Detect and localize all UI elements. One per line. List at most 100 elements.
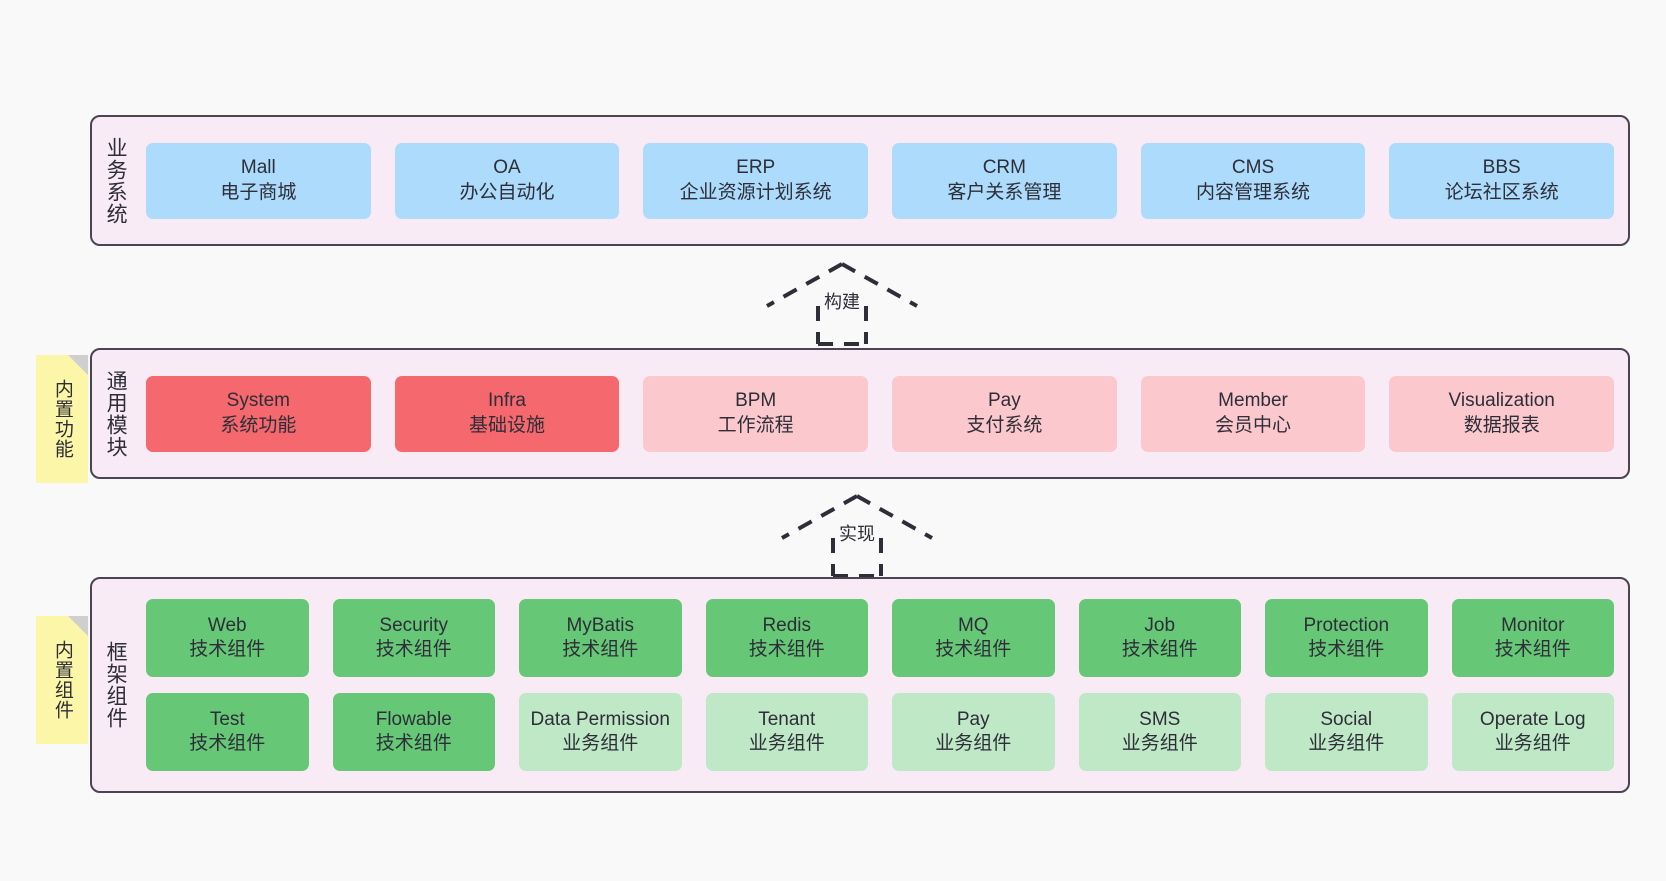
module-card-mq[interactable]: MQ 技术组件	[892, 599, 1055, 677]
module-card-bpm[interactable]: BPM 工作流程	[643, 375, 869, 452]
layer-row: Test 技术组件 Flowable 技术组件 Data Permission …	[146, 693, 1614, 771]
module-card-web[interactable]: Web 技术组件	[146, 599, 309, 677]
module-desc: 技术组件	[375, 733, 452, 754]
module-desc: 企业资源计划系统	[679, 181, 832, 203]
module-desc: 技术组件	[189, 733, 266, 754]
connector-build: 构建	[757, 260, 927, 346]
module-card-social[interactable]: Social 业务组件	[1265, 693, 1428, 771]
module-card-bbs[interactable]: BBS 论坛社区系统	[1389, 142, 1615, 219]
module-card-protection[interactable]: Protection 技术组件	[1265, 599, 1428, 677]
module-card-redis[interactable]: Redis 技术组件	[705, 599, 868, 677]
module-desc: 业务组件	[1308, 733, 1385, 754]
module-card-mybatis[interactable]: MyBatis 技术组件	[519, 599, 682, 677]
module-name: Test	[209, 708, 245, 730]
module-desc: 业务组件	[748, 733, 825, 754]
module-card-flowable[interactable]: Flowable 技术组件	[332, 693, 495, 771]
module-desc: 业务组件	[1121, 733, 1198, 754]
module-card-security[interactable]: Security 技术组件	[332, 599, 495, 677]
connector-implement: 实现	[772, 492, 942, 578]
module-name: Member	[1218, 390, 1288, 412]
module-card-monitor[interactable]: Monitor 技术组件	[1451, 599, 1614, 677]
module-desc: 会员中心	[1215, 414, 1292, 436]
module-card-oa[interactable]: OA 办公自动化	[394, 142, 620, 219]
module-name: Operate Log	[1479, 708, 1586, 730]
module-card-cms[interactable]: CMS 内容管理系统	[1140, 142, 1366, 219]
module-name: Monitor	[1501, 614, 1565, 636]
module-name: MyBatis	[566, 614, 635, 636]
module-card-data-permission[interactable]: Data Permission 业务组件	[519, 693, 682, 771]
layer-common-module: 通用模块 System 系统功能 Infra 基础设施 BPM 工作流程 Pay…	[90, 348, 1630, 479]
module-desc: 支付系统	[966, 414, 1043, 436]
module-name: Pay	[987, 390, 1021, 412]
module-desc: 论坛社区系统	[1444, 181, 1559, 203]
module-name: System	[226, 390, 291, 412]
module-name: MQ	[957, 614, 989, 636]
layer-title-business: 业务系统	[104, 136, 128, 225]
layer-row: System 系统功能 Infra 基础设施 BPM 工作流程 Pay 支付系统…	[146, 375, 1615, 452]
module-name: BPM	[735, 390, 777, 412]
module-desc: 业务组件	[1494, 733, 1571, 754]
module-desc: 技术组件	[935, 639, 1012, 660]
module-desc: 技术组件	[1494, 639, 1571, 660]
module-desc: 系统功能	[220, 414, 297, 436]
module-desc: 客户关系管理	[947, 181, 1062, 203]
module-name: Job	[1144, 614, 1176, 636]
module-card-crm[interactable]: CRM 客户关系管理	[892, 142, 1117, 219]
module-desc: 基础设施	[469, 414, 546, 436]
module-name: Data Permission	[530, 708, 670, 730]
module-desc: 技术组件	[748, 639, 825, 660]
module-name: SMS	[1139, 708, 1181, 730]
module-name: OA	[493, 157, 521, 179]
module-desc: 技术组件	[189, 639, 266, 660]
module-card-pay[interactable]: Pay 支付系统	[892, 375, 1117, 452]
sticky-note-builtin-components: 内置组件	[36, 616, 88, 744]
sticky-note-label: 内置功能	[51, 379, 73, 459]
module-card-operate-log[interactable]: Operate Log 业务组件	[1451, 693, 1614, 771]
module-desc: 电子商城	[220, 181, 297, 203]
module-name: Mall	[240, 157, 276, 179]
layer-title-frame: 框架组件	[104, 641, 128, 729]
module-desc: 技术组件	[562, 639, 639, 660]
module-card-visualization[interactable]: Visualization 数据报表	[1389, 375, 1615, 452]
module-card-infra[interactable]: Infra 基础设施	[394, 375, 620, 452]
module-card-sms[interactable]: SMS 业务组件	[1078, 693, 1241, 771]
module-desc: 工作流程	[717, 414, 794, 436]
module-name: Flowable	[375, 708, 452, 730]
module-card-tenant[interactable]: Tenant 业务组件	[705, 693, 868, 771]
sticky-note-builtin-features: 内置功能	[36, 355, 88, 483]
connector-label-build: 构建	[824, 292, 860, 312]
layer-body-business: Mall 电子商城 OA 办公自动化 ERP 企业资源计划系统 CRM 客户关系…	[138, 117, 1628, 244]
module-name: Security	[379, 614, 449, 636]
module-name: Redis	[762, 614, 812, 636]
module-name: CRM	[982, 157, 1026, 179]
module-card-job[interactable]: Job 技术组件	[1078, 599, 1241, 677]
module-name: ERP	[736, 157, 776, 179]
module-desc: 内容管理系统	[1196, 181, 1311, 203]
module-desc: 技术组件	[375, 639, 452, 660]
layer-title-common: 通用模块	[104, 369, 128, 458]
module-card-system[interactable]: System 系统功能	[146, 375, 371, 452]
layer-body-common: System 系统功能 Infra 基础设施 BPM 工作流程 Pay 支付系统…	[138, 350, 1628, 477]
module-card-member[interactable]: Member 会员中心	[1140, 375, 1366, 452]
module-name: Protection	[1303, 614, 1390, 636]
connector-label-implement: 实现	[839, 524, 875, 544]
dashed-arrow-up-icon	[781, 494, 933, 578]
module-name: BBS	[1482, 157, 1521, 179]
module-card-erp[interactable]: ERP 企业资源计划系统	[643, 142, 869, 219]
module-desc: 技术组件	[1121, 639, 1198, 660]
sticky-note-label: 内置组件	[51, 640, 73, 720]
module-name: Tenant	[758, 708, 816, 730]
module-name: Infra	[487, 390, 527, 412]
layer-body-frame: Web 技术组件 Security 技术组件 MyBatis 技术组件 Redi…	[138, 579, 1628, 791]
module-card-mall[interactable]: Mall 电子商城	[146, 142, 371, 219]
module-desc: 办公自动化	[459, 181, 555, 203]
module-name: Web	[207, 614, 247, 636]
module-desc: 业务组件	[562, 733, 639, 754]
layer-business-system: 业务系统 Mall 电子商城 OA 办公自动化 ERP 企业资源计划系统 CRM…	[90, 115, 1630, 246]
module-card-test[interactable]: Test 技术组件	[146, 693, 309, 771]
layer-row: Mall 电子商城 OA 办公自动化 ERP 企业资源计划系统 CRM 客户关系…	[146, 142, 1615, 219]
module-card-pay-business[interactable]: Pay 业务组件	[892, 693, 1055, 771]
module-name: Visualization	[1448, 390, 1555, 412]
layer-row: Web 技术组件 Security 技术组件 MyBatis 技术组件 Redi…	[146, 599, 1614, 677]
